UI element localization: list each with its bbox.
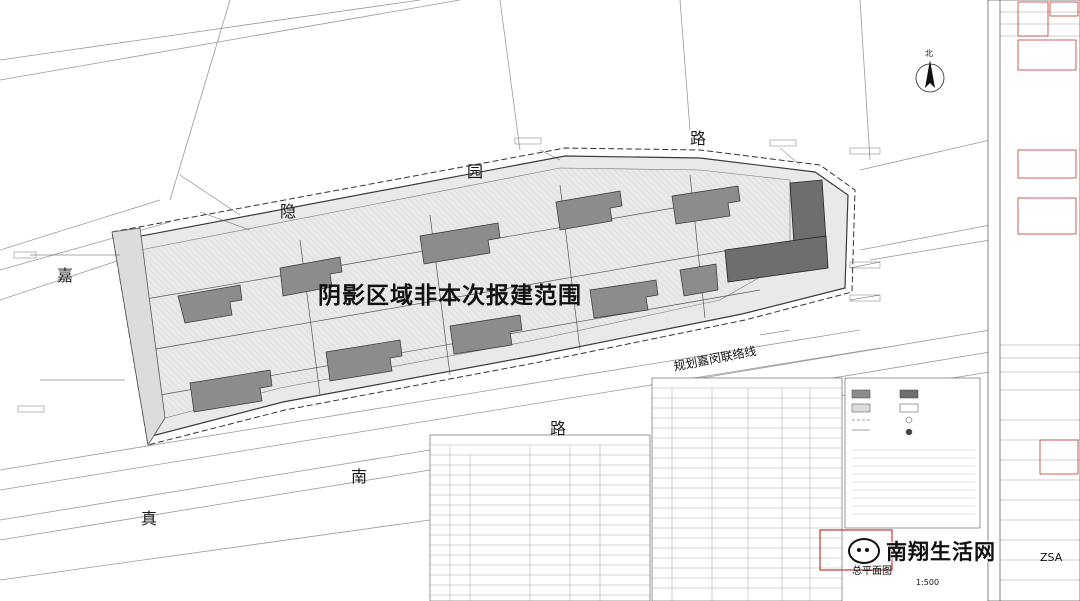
building-5 (671, 185, 741, 225)
building-10 (679, 263, 719, 297)
drawing-scale: 1:500 (916, 578, 940, 587)
road-char-bottom-1: 南 (351, 467, 368, 486)
drawing-code: ZSA (1040, 551, 1063, 564)
tech-table-left-lines (430, 444, 650, 601)
approval-stamp (819, 529, 893, 571)
north-arrow-icon (915, 60, 945, 93)
excluded-area-outline (111, 227, 166, 447)
legend-notes (852, 449, 975, 515)
building-8 (449, 314, 523, 355)
road-char-bottom-3: 路 (550, 419, 567, 438)
building-7 (325, 339, 403, 382)
watermark: 南翔生活网 (848, 536, 996, 566)
drawing-title: 总平面图 (852, 566, 892, 577)
tech-table-right-lines (652, 387, 842, 601)
building-2 (279, 256, 343, 297)
road-char-bottom-2: 真 (141, 509, 158, 528)
title-block (987, 0, 1080, 601)
road-char-top-3: 路 (690, 129, 707, 148)
road-char-top-1: 隐 (280, 202, 297, 221)
buildings (177, 185, 741, 413)
tech-table-right (651, 377, 843, 601)
annotation-dims (13, 137, 881, 413)
road-char-left: 嘉 (57, 266, 74, 285)
north-label: 北 (925, 49, 933, 58)
watermark-text: 南翔生活网 (886, 540, 996, 564)
title-block-stamps (1017, 1, 1079, 475)
wechat-icon (848, 538, 880, 564)
annotation-leaders (30, 147, 881, 381)
building-4 (555, 190, 623, 231)
building-9 (589, 279, 659, 319)
site-outer-boundary (111, 147, 856, 446)
shaded-area-note: 阴影区域非本次报建范围 (318, 283, 582, 309)
commercial-block (724, 179, 829, 283)
building-3 (419, 222, 501, 265)
building-1 (177, 284, 243, 324)
road-char-top-2: 园 (467, 162, 484, 181)
tech-table-left (429, 434, 651, 601)
building-6 (189, 369, 273, 413)
legend-symbols (851, 389, 919, 436)
legend-box (844, 377, 981, 529)
